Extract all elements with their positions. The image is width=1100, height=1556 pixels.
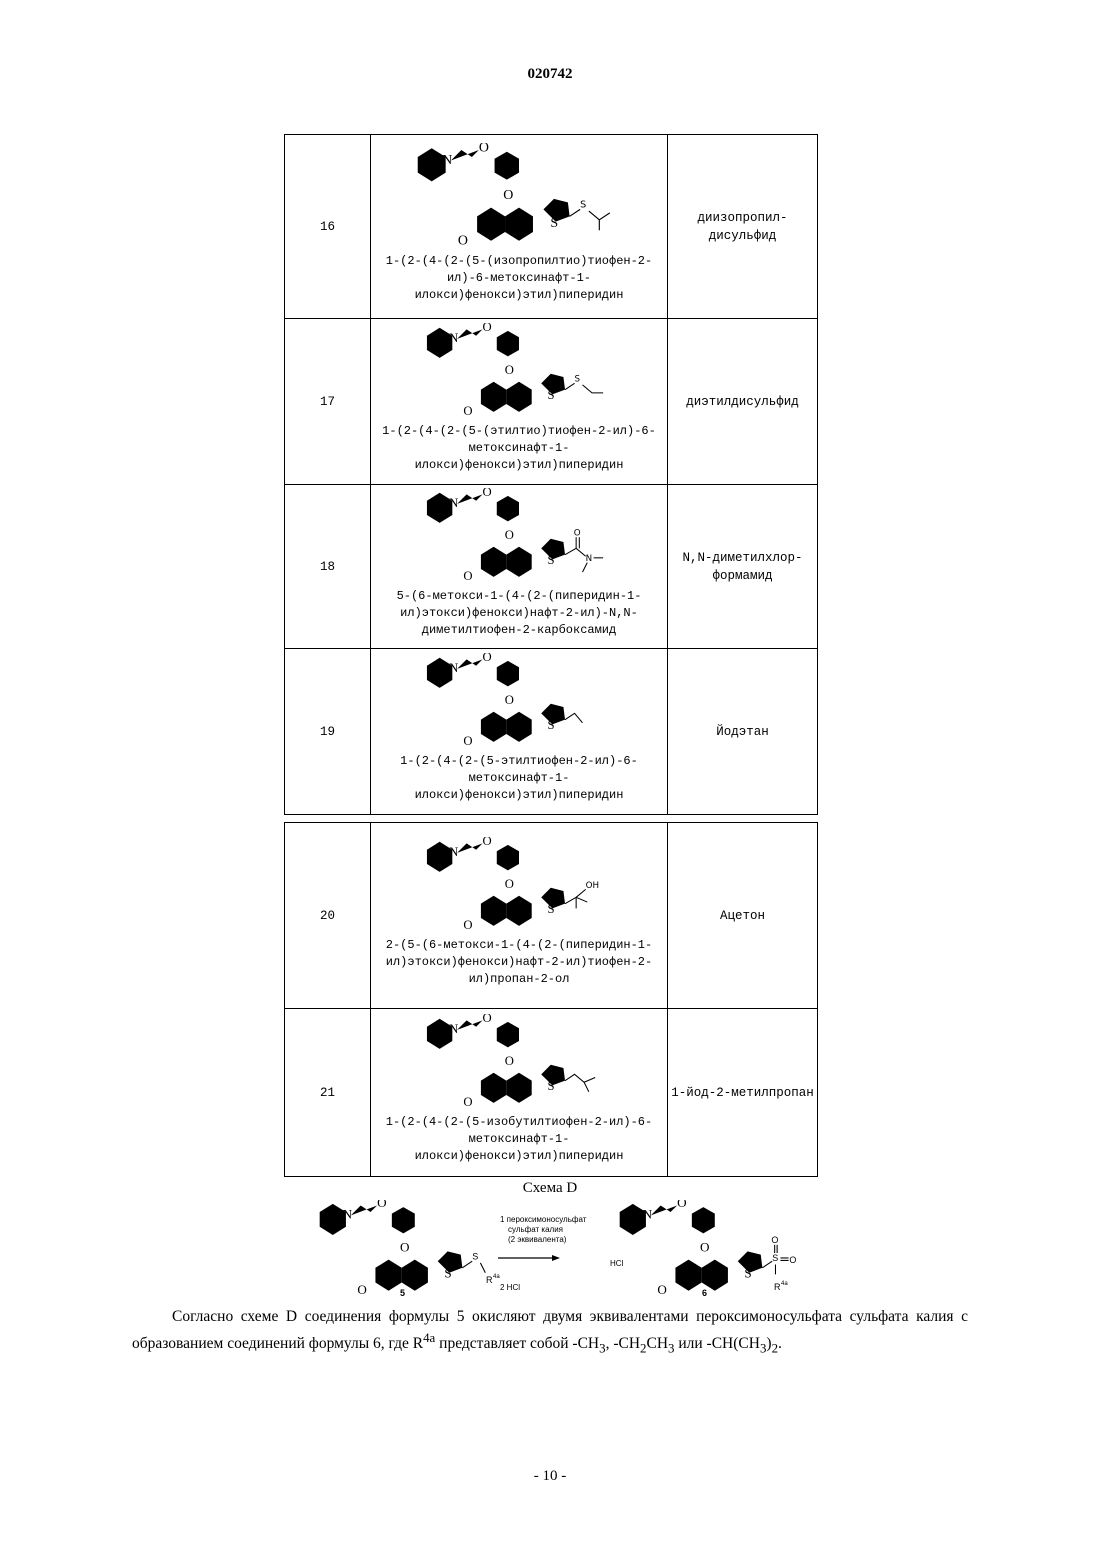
svg-text:N: N xyxy=(586,554,593,564)
reagent-step-2: 2 HCl xyxy=(500,1283,520,1292)
table-row: 17 S 1-(2-(4-(2-(5-(этилтио)тиофен-2-ил)… xyxy=(285,319,818,485)
compound-number: 17 xyxy=(285,319,371,485)
compound-name: 2-(5-(6-метокси-1-(4-(2-(пиперидин-1-ил)… xyxy=(371,937,667,994)
reagent: 1-йод-2-метилпропан xyxy=(668,1009,818,1177)
structure-16: S xyxy=(389,143,649,253)
arrow-head-icon xyxy=(552,1255,560,1261)
compound-number: 21 xyxy=(285,1009,371,1177)
reagent-step-1c: (2 эквивалента) xyxy=(508,1235,567,1244)
table-row: 19 1-(2-(4-(2-(5-этилтиофен-2-ил)-6-мето… xyxy=(285,649,818,815)
structure-cell: S 1-(2-(4-(2-(5-(изопропилтио)тиофен-2-и… xyxy=(371,135,668,319)
hcl-label: HCl xyxy=(610,1259,624,1268)
compound-5-label: 5 xyxy=(400,1288,405,1298)
structure-21 xyxy=(389,1014,649,1114)
table-row: 16 S 1-(2-(4-(2-(5-(изопропилтио)тиофен-… xyxy=(285,135,818,319)
scheme-d-diagram: S R 4a 5 1 пероксимоносульфат сульфат ка… xyxy=(300,1200,820,1300)
body-paragraph: Согласно схеме D соединения формулы 5 ок… xyxy=(132,1306,968,1358)
compound-6-label: 6 xyxy=(702,1288,707,1298)
structure-cell: OH 2-(5-(6-метокси-1-(4-(2-(пиперидин-1-… xyxy=(371,823,668,1009)
r-right-sup: 4a xyxy=(781,1281,788,1287)
compound-name: 1-(2-(4-(2-(5-(изопропилтио)тиофен-2-ил)… xyxy=(371,253,667,310)
compounds-table-b: 20 OH 2-(5-(6-метокси-1-(4-(2-(пиперидин… xyxy=(284,822,818,1177)
compound-number: 18 xyxy=(285,485,371,649)
table-row: 18 O N 5-(6-метокси-1-(4-(2-(пиперидин-1… xyxy=(285,485,818,649)
svg-text:S: S xyxy=(575,375,581,385)
structure-cell: 1-(2-(4-(2-(5-изобутилтиофен-2-ил)-6-мет… xyxy=(371,1009,668,1177)
compound-name: 1-(2-(4-(2-(5-изобутилтиофен-2-ил)-6-мет… xyxy=(371,1114,667,1171)
compound-number: 16 xyxy=(285,135,371,319)
reagent-step-1: 1 пероксимоносульфат xyxy=(500,1215,587,1224)
structure-18: O N xyxy=(389,488,649,588)
svg-text:S: S xyxy=(580,200,586,211)
reagent: диизопропил-дисульфид xyxy=(668,135,818,319)
page-number: - 10 - xyxy=(0,1468,1100,1485)
svg-text:O: O xyxy=(574,529,581,539)
reagent-step-1b: сульфат калия xyxy=(508,1225,563,1234)
structure-cell: O N 5-(6-метокси-1-(4-(2-(пиперидин-1-ил… xyxy=(371,485,668,649)
reagent: Ацетон xyxy=(668,823,818,1009)
structure-17: S xyxy=(389,323,649,423)
compounds-table-a: 16 S 1-(2-(4-(2-(5-(изопропилтио)тиофен-… xyxy=(284,134,818,815)
table-row: 20 OH 2-(5-(6-метокси-1-(4-(2-(пиперидин… xyxy=(285,823,818,1009)
svg-text:OH: OH xyxy=(586,881,599,891)
r-right: R xyxy=(774,1282,781,1292)
compound-name: 1-(2-(4-(2-(5-этилтиофен-2-ил)-6-метокси… xyxy=(371,753,667,810)
scheme-title: Схема D xyxy=(0,1180,1100,1197)
reagent: диэтилдисульфид xyxy=(668,319,818,485)
r-left-sup: 4a xyxy=(493,1274,500,1280)
structure-19 xyxy=(389,653,649,753)
r-left: R xyxy=(486,1275,493,1285)
reagent: N,N-диметилхлор-формамид xyxy=(668,485,818,649)
svg-text:S: S xyxy=(772,1253,778,1263)
structure-20: OH xyxy=(389,837,649,937)
reagent: Йодэтан xyxy=(668,649,818,815)
svg-text:O: O xyxy=(771,1235,778,1245)
svg-text:O: O xyxy=(789,1255,796,1265)
structure-cell: 1-(2-(4-(2-(5-этилтиофен-2-ил)-6-метокси… xyxy=(371,649,668,815)
compound-name: 5-(6-метокси-1-(4-(2-(пиперидин-1-ил)это… xyxy=(371,588,667,645)
structure-cell: S 1-(2-(4-(2-(5-(этилтио)тиофен-2-ил)-6-… xyxy=(371,319,668,485)
compound-number: 20 xyxy=(285,823,371,1009)
compound-number: 19 xyxy=(285,649,371,815)
table-row: 21 1-(2-(4-(2-(5-изобутилтиофен-2-ил)-6-… xyxy=(285,1009,818,1177)
compound-name: 1-(2-(4-(2-(5-(этилтио)тиофен-2-ил)-6-ме… xyxy=(371,423,667,480)
svg-text:S: S xyxy=(472,1252,478,1262)
document-number: 020742 xyxy=(0,66,1100,83)
